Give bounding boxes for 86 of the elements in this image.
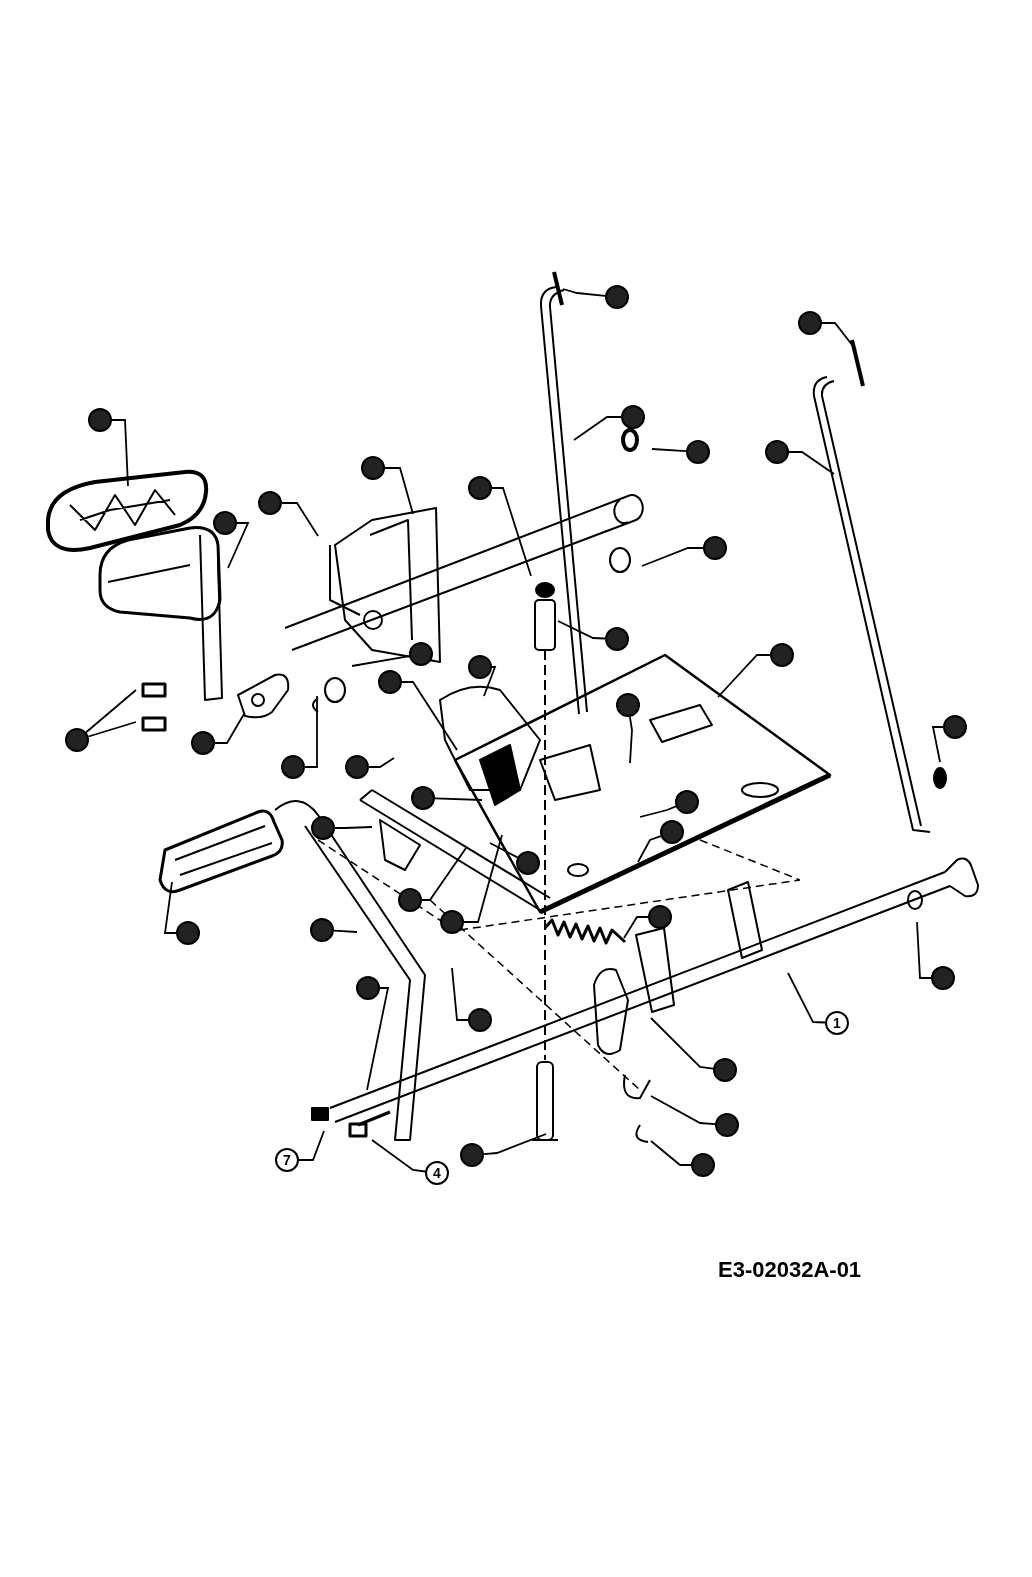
leader-line [366,987,390,1091]
callout-marker [361,456,385,480]
leader-line [629,715,633,764]
leader-line [434,797,483,801]
leader-line [483,1133,547,1155]
callout-marker [798,311,822,335]
leader-line [214,713,245,744]
callout-marker [460,1143,484,1167]
callout-number: 4 [425,1161,449,1185]
leader-line [384,467,414,515]
leader-line [491,487,532,577]
callout-marker [703,536,727,560]
leader-line [298,1130,325,1161]
leader-line [562,288,606,297]
callout-marker [691,1153,715,1177]
callout-marker [191,731,215,755]
leader-line [334,826,373,829]
callout-number: 7 [275,1148,299,1172]
callout-marker [468,655,492,679]
leader-line [557,620,606,640]
leader-line [788,451,835,475]
leader-line [333,929,358,933]
leader-line [163,881,177,934]
callout-marker [770,643,794,667]
callout-marker [713,1058,737,1082]
callout-marker [258,491,282,515]
callout-marker [411,786,435,810]
leader-line [87,721,137,738]
callout-marker [516,851,540,875]
leader-line [637,835,662,863]
leader-line [916,921,932,979]
leader-line [489,842,519,859]
leader-line [368,757,395,768]
callout-marker [675,790,699,814]
callout-marker [176,921,200,945]
callout-marker [616,693,640,717]
callout-marker [715,1113,739,1137]
callout-marker [345,755,369,779]
callout-marker [605,285,629,309]
callout-marker [378,670,402,694]
callout-marker [648,905,672,929]
leader-line [650,1095,716,1125]
callout-number: 1 [825,1011,849,1035]
callout-marker [281,755,305,779]
leader-line [304,695,318,768]
callout-marker [398,888,422,912]
leader-line [227,522,250,569]
leader-line [351,655,411,667]
leader-line [650,1140,692,1166]
callout-marker [605,627,629,651]
callout-marker [440,910,464,934]
callout-marker [686,440,710,464]
leader-line [717,654,771,698]
drawing-number: E3-02032A-01 [718,1257,862,1283]
callout-marker [765,440,789,464]
callout-marker [931,966,955,990]
callout-marker [943,715,967,739]
callout-marker [311,816,335,840]
leader-line [650,1017,714,1070]
leader-line [371,1139,426,1173]
leader-line [85,689,137,734]
leader-line [623,916,649,939]
leader-line [483,666,497,697]
callout-marker [468,476,492,500]
leader-line [281,502,319,537]
leader-line [463,834,503,923]
leader-line [451,967,469,1021]
callout-marker [621,405,645,429]
leader-line [651,448,687,453]
leader-line [931,726,944,763]
callout-marker [88,408,112,432]
callout-marker [409,642,433,666]
leader-line [401,681,458,751]
callout-marker [213,511,237,535]
leader-line [787,972,826,1024]
callout-marker [65,728,89,752]
callout-marker [356,976,380,1000]
leader-line [641,547,704,567]
leader-line [421,847,467,901]
leader-line [573,416,622,441]
callout-marker [468,1008,492,1032]
leader-line [111,419,129,487]
leader-line [821,322,857,351]
callout-marker [660,820,684,844]
callout-marker [310,918,334,942]
leader-line [639,805,677,818]
